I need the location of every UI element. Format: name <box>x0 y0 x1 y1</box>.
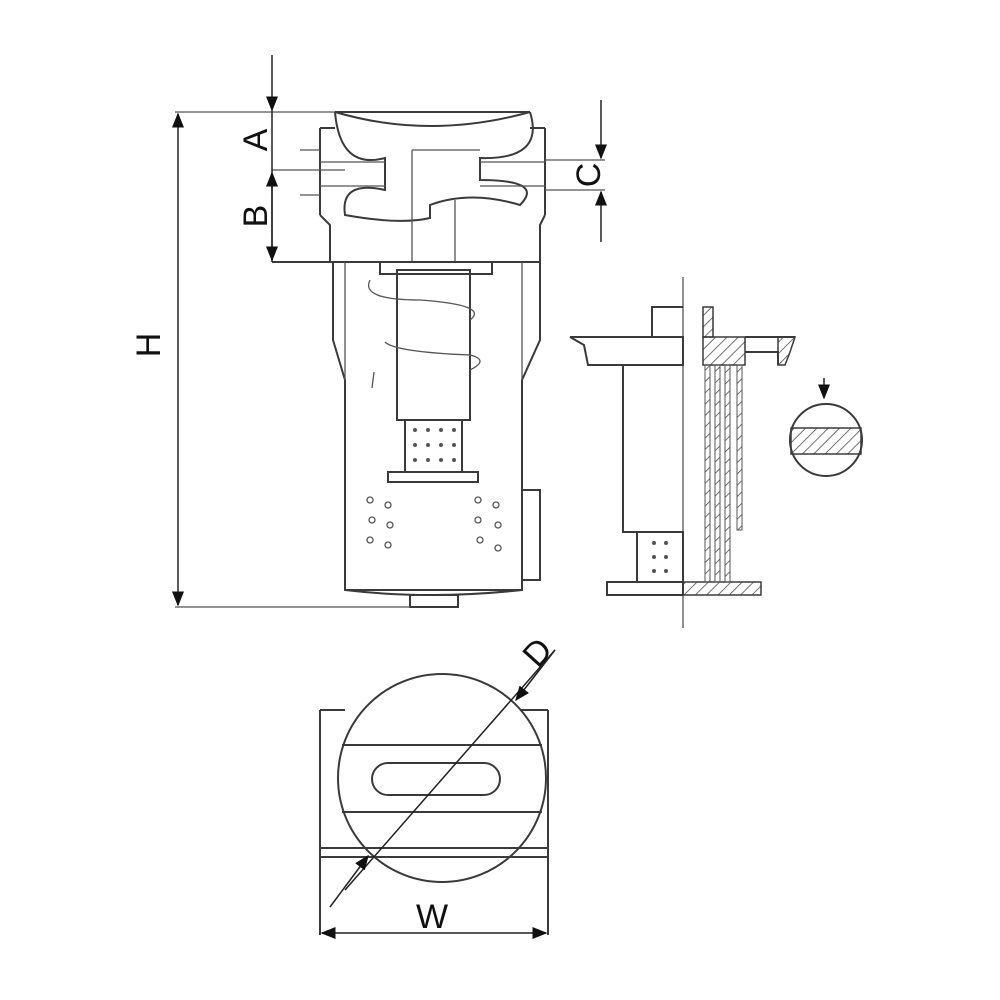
dimension-label-a: A <box>237 128 275 151</box>
detail-magnifier <box>789 378 863 477</box>
element-perforations <box>413 428 456 462</box>
filter-element <box>366 261 502 552</box>
top-view: D W <box>319 631 560 939</box>
dimension-label-w: W <box>416 898 448 936</box>
dimension-h: H <box>130 111 410 608</box>
dimension-label-h: H <box>130 333 168 358</box>
dimension-c: C <box>545 100 608 242</box>
element-base-perforations <box>652 541 668 573</box>
dimension-w: W <box>320 898 548 939</box>
front-view: H A B C <box>130 55 608 608</box>
filter-head <box>272 111 546 263</box>
element-section-view <box>569 277 863 628</box>
filter-bowl <box>332 262 541 608</box>
dimension-label-d: D <box>515 631 560 675</box>
dimension-label-b: B <box>237 205 275 228</box>
dimension-a-b: A B <box>237 55 278 262</box>
dimension-label-c: C <box>570 163 608 188</box>
dimension-d: D <box>329 631 560 908</box>
droplets <box>366 496 502 552</box>
